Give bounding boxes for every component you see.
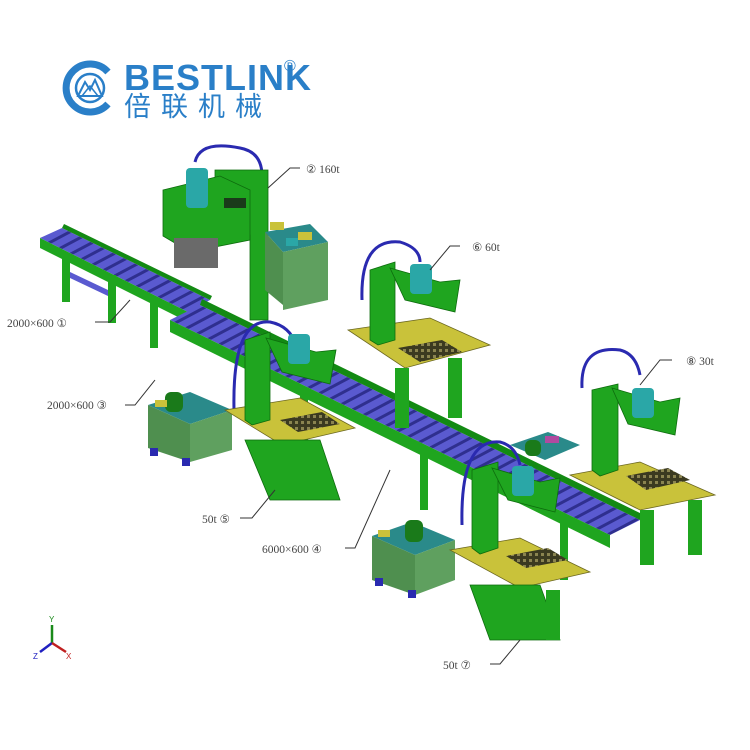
leader-lines: [95, 167, 672, 665]
press-60t: [346, 240, 492, 428]
brand-chinese-name: 倍联机械: [124, 92, 272, 123]
callout-press-50t-a: 50t ⑤: [202, 514, 230, 526]
bestlink-logo-icon: [62, 60, 111, 116]
callout-conveyor-1: 2000×600 ①: [7, 318, 67, 330]
registered-mark: ®: [284, 58, 296, 75]
callout-press-60t: ⑥ 60t: [472, 242, 500, 254]
roller-conveyor-1: [40, 224, 212, 348]
callout-press-50t-b: 50t ⑦: [443, 660, 471, 672]
hydraulic-unit-1: [265, 222, 328, 310]
press-50t-a: [223, 320, 357, 501]
press-50t-b: [448, 440, 592, 641]
brand-name: BESTLINK: [124, 57, 312, 98]
press-160t: [162, 144, 269, 321]
y-axis-label: Y: [49, 615, 55, 624]
brand-logo: BESTLINK ® 倍联机械: [62, 58, 311, 124]
callout-press-160t: ② 160t: [306, 164, 340, 176]
press-30t: [568, 347, 717, 565]
axis-triad: Y Z X: [33, 615, 72, 661]
z-axis-label: Z: [33, 652, 38, 661]
hydraulic-unit-4: [510, 432, 580, 460]
hydraulic-unit-2: [148, 392, 232, 466]
hydraulic-unit-3: [372, 520, 455, 598]
callout-conveyor-main: 6000×600 ④: [262, 544, 322, 556]
x-axis-label: X: [66, 652, 72, 661]
callout-conveyor-3: 2000×600 ③: [47, 400, 107, 412]
callout-press-30t: ⑧ 30t: [686, 356, 714, 368]
